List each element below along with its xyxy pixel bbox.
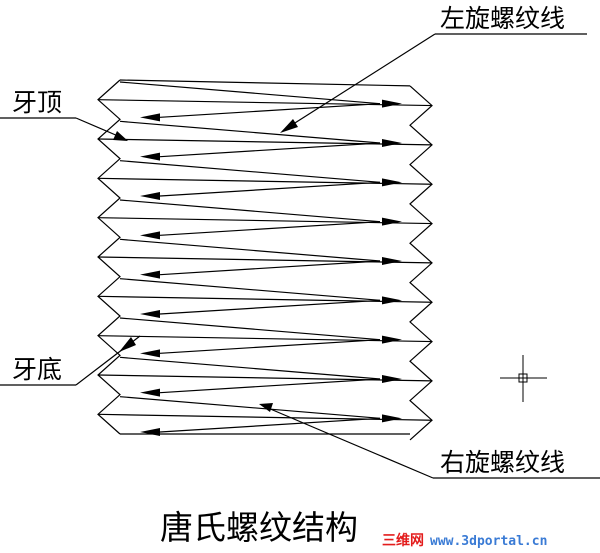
crest-callout: 牙顶 xyxy=(0,88,128,141)
thread-tip xyxy=(382,375,402,383)
root-label: 牙底 xyxy=(12,355,62,384)
thread-tip xyxy=(382,414,402,423)
crest-line xyxy=(97,335,433,343)
thread-tip xyxy=(140,113,160,122)
crest-leader xyxy=(75,117,119,137)
crest-line xyxy=(97,217,433,225)
right-helix-line xyxy=(159,260,381,276)
thread-tip xyxy=(140,349,160,358)
thread-tip xyxy=(140,152,160,161)
watermark: 三维网 www.3dportal.cn xyxy=(382,532,547,549)
root-arrowhead xyxy=(119,337,136,352)
right-helix-line xyxy=(159,339,381,354)
thread-tip xyxy=(382,178,402,187)
right-helix-line xyxy=(159,378,381,394)
left-helix-line xyxy=(119,120,381,144)
thread-tip xyxy=(382,335,402,344)
thread-tip xyxy=(382,139,402,147)
thread-tip xyxy=(140,192,160,200)
thread-tip xyxy=(140,310,160,318)
left-helix-arrowhead xyxy=(280,119,298,133)
crest-line xyxy=(97,256,433,264)
left-helix-line xyxy=(119,278,381,301)
left-helix-leader xyxy=(286,33,436,129)
thread-tip xyxy=(140,231,160,240)
root-callout: 牙底 xyxy=(0,335,141,386)
crest-label: 牙顶 xyxy=(12,88,62,117)
right-helix-line xyxy=(159,142,381,158)
thread-tip xyxy=(140,388,160,397)
right-helix-line xyxy=(159,417,381,433)
left-helix-label: 左旋螺纹线 xyxy=(440,4,565,33)
right-helix-line xyxy=(159,181,381,197)
watermark-site-name: 三维网 xyxy=(382,532,424,549)
thread-body xyxy=(97,79,433,441)
left-helix-line xyxy=(119,199,381,223)
right-helix-leader xyxy=(267,407,434,479)
crest-arrowhead xyxy=(113,131,128,141)
crosshair-cursor-icon xyxy=(500,355,547,402)
right-helix-callout: 右旋螺纹线 xyxy=(259,403,600,479)
thread-tip xyxy=(382,296,402,305)
right-helix-line xyxy=(159,103,381,118)
left-helix-line xyxy=(119,81,381,105)
watermark-url: www.3dportal.cn xyxy=(430,534,547,549)
right-helix-line xyxy=(159,299,381,315)
left-helix-line xyxy=(119,238,381,262)
left-helix-line xyxy=(119,396,381,419)
thread-tip xyxy=(140,428,160,436)
left-helix-line xyxy=(119,160,381,183)
left-helix-line xyxy=(119,317,381,341)
crest-line xyxy=(97,295,433,303)
right-helix-label: 右旋螺纹线 xyxy=(440,448,565,477)
left-helix-callout: 左旋螺纹线 xyxy=(280,4,587,133)
thread-tip xyxy=(382,257,402,265)
thread-tip xyxy=(140,270,160,279)
crest-line xyxy=(97,99,433,107)
crest-line xyxy=(97,177,433,185)
thread-tip xyxy=(382,99,402,108)
right-helix-arrowhead xyxy=(259,403,273,412)
crest-line xyxy=(97,138,433,146)
top-edge xyxy=(119,79,411,87)
right-helix-line xyxy=(159,221,381,236)
thread-tip xyxy=(382,217,402,226)
crest-line xyxy=(97,413,433,421)
left-helix-line xyxy=(119,356,381,380)
crest-line xyxy=(97,374,433,382)
diagram-title: 唐氏螺纹结构 xyxy=(160,508,358,547)
